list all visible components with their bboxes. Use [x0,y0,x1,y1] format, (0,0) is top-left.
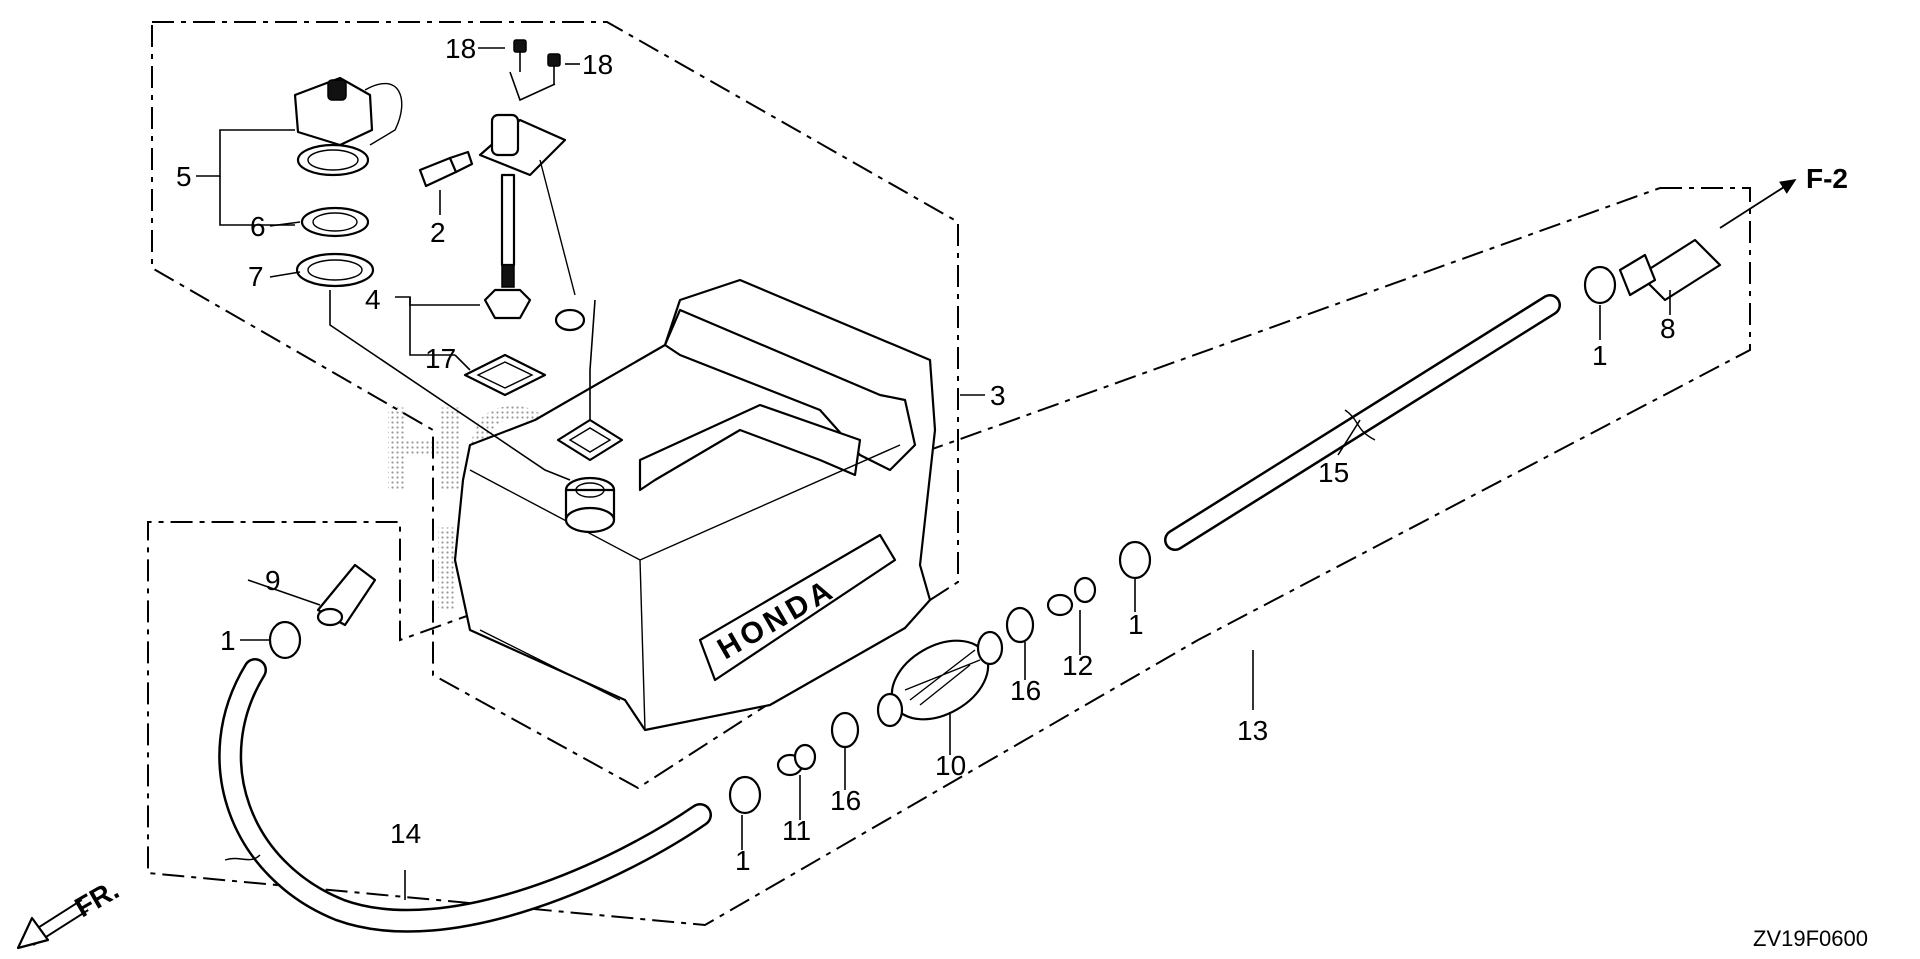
callout-3: 3 [990,380,1006,411]
hose-clamps [268,265,1617,815]
callout-5: 5 [176,161,192,192]
outboard-connector [1618,238,1722,302]
callout-16-left: 16 [830,785,861,816]
callout-7: 7 [248,261,264,292]
callout-1-left: 1 [220,625,236,656]
callout-18-left: 18 [445,33,476,64]
callout-1-bottom: 1 [735,845,751,876]
fuel-hose-main [218,658,712,933]
tank-connector [316,563,377,627]
fuel-gauge [478,113,586,332]
gauge-gasket [463,353,547,397]
callout-2: 2 [430,217,446,248]
callout-9: 9 [265,565,281,596]
tank-group-box [151,21,959,790]
callout-4: 4 [365,284,381,315]
callouts: 5 6 7 2 4 17 18 18 3 9 1 14 1 11 16 10 1… [176,33,1868,951]
group-boxes [147,21,1751,927]
callout-8: 8 [1660,313,1676,344]
callout-17: 17 [425,343,456,374]
callout-1-right: 1 [1592,340,1608,371]
vent-screw [418,150,474,188]
callout-13: 13 [1237,715,1268,746]
callout-6: 6 [250,211,266,242]
filler-cap [293,76,403,177]
callout-11: 11 [782,815,811,846]
callout-1-middle: 1 [1128,609,1144,640]
diagram-code: ZV19F0600 [1753,926,1868,951]
fuel-hose-outboard [1164,294,1561,551]
callout-12: 12 [1062,650,1093,681]
cap-gasket [300,206,370,238]
callout-15: 15 [1318,457,1349,488]
callout-18-right: 18 [582,49,613,80]
callout-16-right: 16 [1010,675,1041,706]
gauge-bolts [513,39,561,84]
fuel-line-group-box [147,187,1751,927]
callout-14: 14 [390,818,421,849]
leader-lines [196,47,1797,900]
fuel-tank: HONDA [453,278,937,732]
front-direction-arrow: FR. [16,874,124,950]
cap-ring [295,252,375,288]
callout-10: 10 [935,750,966,781]
check-valves [776,576,1097,777]
primer-bulb [830,606,1035,749]
reference-f2: F-2 [1806,163,1848,194]
